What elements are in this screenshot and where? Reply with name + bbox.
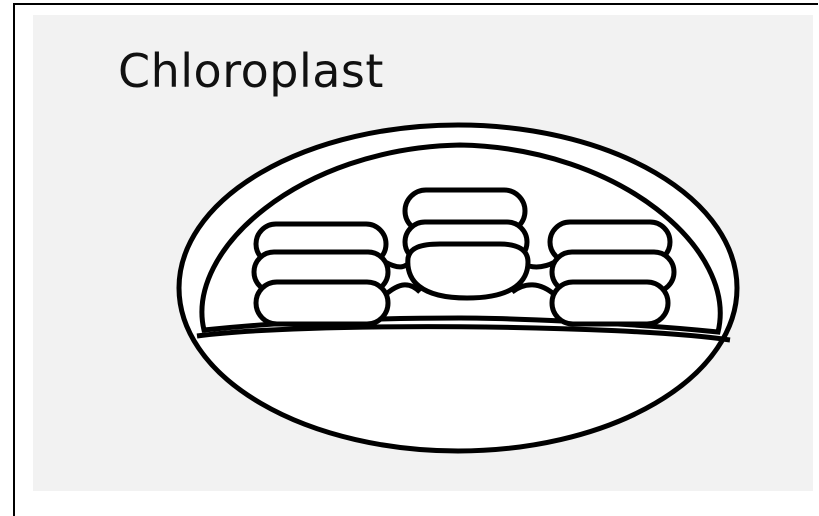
granum-center [405, 190, 528, 298]
granum-right [550, 222, 674, 324]
granum-left [254, 224, 388, 324]
